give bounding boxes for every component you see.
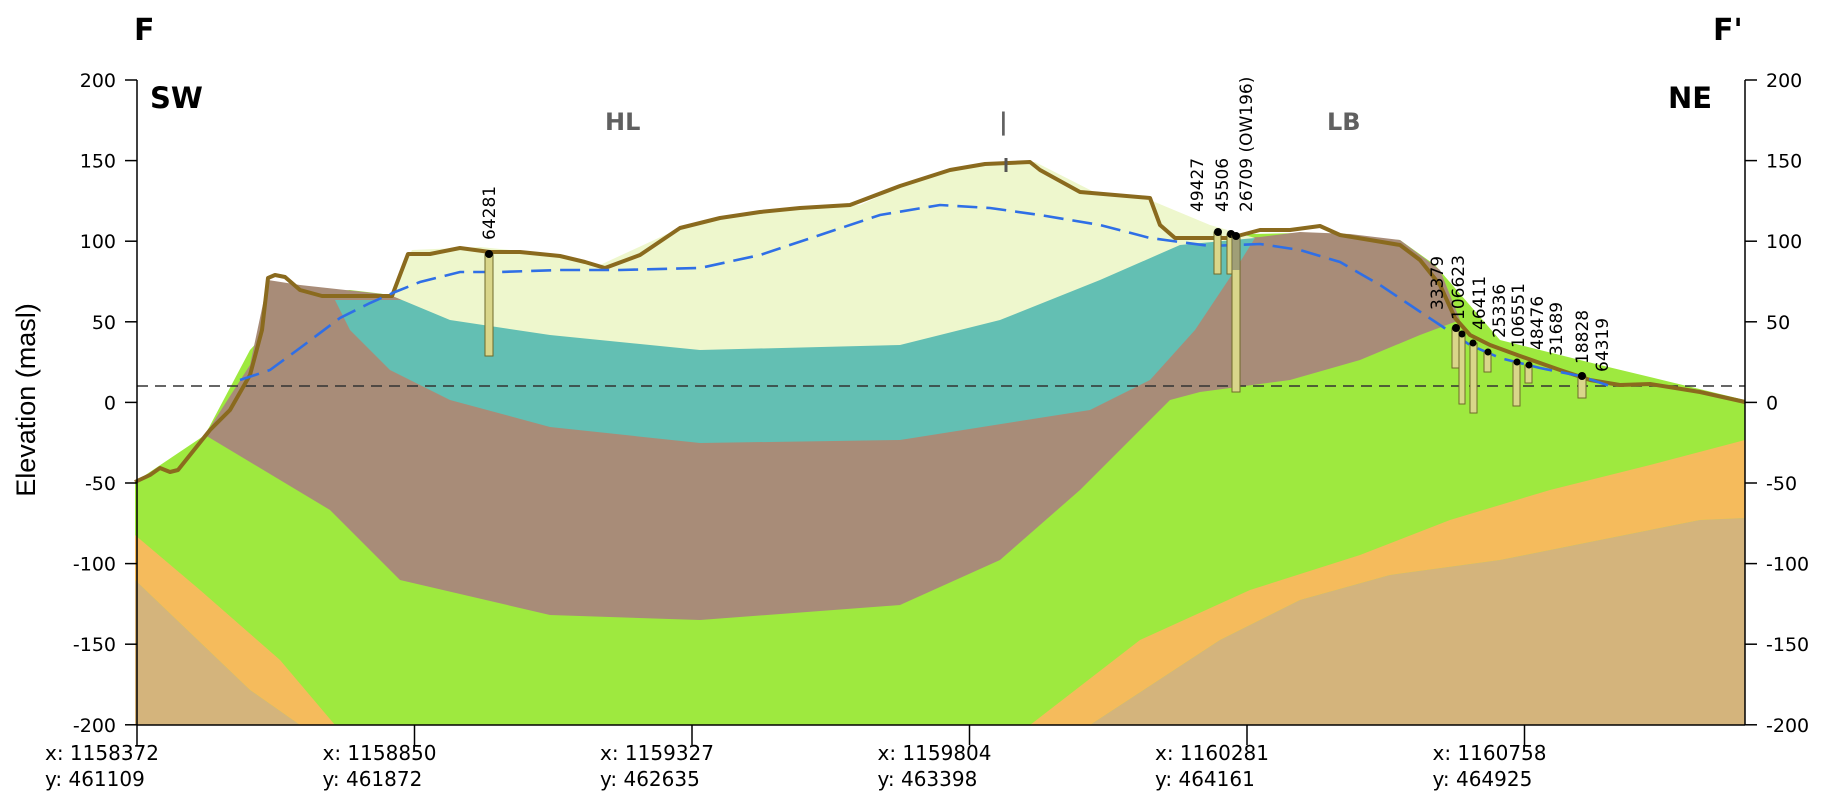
- unit-boundary-marker: |: [999, 108, 1008, 136]
- well-label-106551: 106551: [1509, 283, 1529, 348]
- x-tick-label-northing: y: 463398: [878, 767, 978, 791]
- water-table-line: [239, 203, 1611, 388]
- y-tick-label: 150: [1766, 151, 1802, 173]
- direction-left-label: SW: [150, 81, 203, 115]
- unit-label-hl: HL: [605, 108, 640, 136]
- layer-orange-east: [1030, 440, 1745, 725]
- x-tick-label-northing: y: 461872: [323, 767, 423, 791]
- section-end-label: F': [1713, 13, 1743, 48]
- well-label-64319: 64319: [1593, 318, 1613, 372]
- y-axis-ticks-left: 200 150 100 50 0 -50 -100 -150 -200: [73, 70, 137, 737]
- well-26709: [1231, 232, 1241, 393]
- well-label-106623: 106623: [1449, 255, 1469, 320]
- wells: [484, 228, 1587, 414]
- y-tick-label: -100: [73, 554, 116, 576]
- x-tick-label-easting: x: 1160281: [1155, 741, 1269, 765]
- unit-label-lb: LB: [1327, 108, 1361, 136]
- y-axis-ticks-right: 200 150 100 50 0 -50 -100 -150 -200: [1745, 70, 1809, 737]
- y-tick-label: 200: [80, 70, 116, 92]
- well-label-64281: 64281: [480, 186, 500, 240]
- well-label-18828: 18828: [1573, 310, 1593, 364]
- x-tick-label-northing: y: 462635: [600, 767, 700, 791]
- y-tick-label: 0: [104, 392, 116, 414]
- well-label-45506: 45506: [1213, 158, 1233, 212]
- y-tick-label: 100: [1766, 231, 1802, 253]
- x-tick-label-northing: y: 461109: [45, 767, 145, 791]
- section-start-label: F: [134, 13, 155, 48]
- y-tick-label: 50: [92, 312, 116, 334]
- y-tick-label: 100: [80, 231, 116, 253]
- direction-right-label: NE: [1668, 81, 1712, 115]
- y-tick-label: -50: [85, 473, 116, 495]
- y-tick-label: 200: [1766, 70, 1802, 92]
- y-axis-title: Elevation (masl): [11, 303, 41, 497]
- well-label-49427: 49427: [1188, 158, 1208, 212]
- x-tick-label-easting: x: 1158850: [323, 741, 437, 765]
- x-tick-label-northing: y: 464161: [1155, 767, 1255, 791]
- y-tick-label: 0: [1766, 392, 1778, 414]
- geology-layers: [135, 162, 1745, 725]
- y-tick-label: -200: [1766, 715, 1809, 737]
- well-cluster-east: [1451, 324, 1587, 414]
- x-tick-label-easting: x: 1158372: [45, 741, 159, 765]
- y-tick-label: -200: [73, 715, 116, 737]
- x-tick-label-easting: x: 1160758: [1433, 741, 1547, 765]
- layer-tan-east: [1090, 518, 1745, 725]
- well-49427: [1213, 228, 1222, 275]
- x-tick-label-easting: x: 1159327: [600, 741, 714, 765]
- layer-tan: [135, 580, 300, 725]
- y-tick-label: -50: [1766, 473, 1797, 495]
- y-tick-label: 50: [1766, 312, 1790, 334]
- well-label-33379: 33379: [1428, 256, 1448, 310]
- y-tick-label: 150: [80, 151, 116, 173]
- y-tick-label: -100: [1766, 554, 1809, 576]
- well-labels: 64281 49427 45506 26709 (OW196) 33379 10…: [480, 77, 1613, 372]
- well-label-25336: 25336: [1490, 284, 1510, 338]
- y-tick-label: -150: [73, 634, 116, 656]
- layer-orange: [135, 535, 335, 725]
- x-tick-label-northing: y: 464925: [1433, 767, 1533, 791]
- layer-pale-yellow: [390, 162, 1255, 350]
- well-64281: [484, 250, 494, 357]
- ground-surface: [134, 160, 1746, 484]
- well-label-46411: 46411: [1470, 276, 1490, 330]
- well-label-31689: 31689: [1547, 302, 1567, 356]
- well-label-26709: 26709 (OW196): [1237, 77, 1257, 212]
- y-tick-label: -150: [1766, 634, 1809, 656]
- x-tick-label-easting: x: 1159804: [878, 741, 992, 765]
- well-label-48476: 48476: [1528, 296, 1548, 350]
